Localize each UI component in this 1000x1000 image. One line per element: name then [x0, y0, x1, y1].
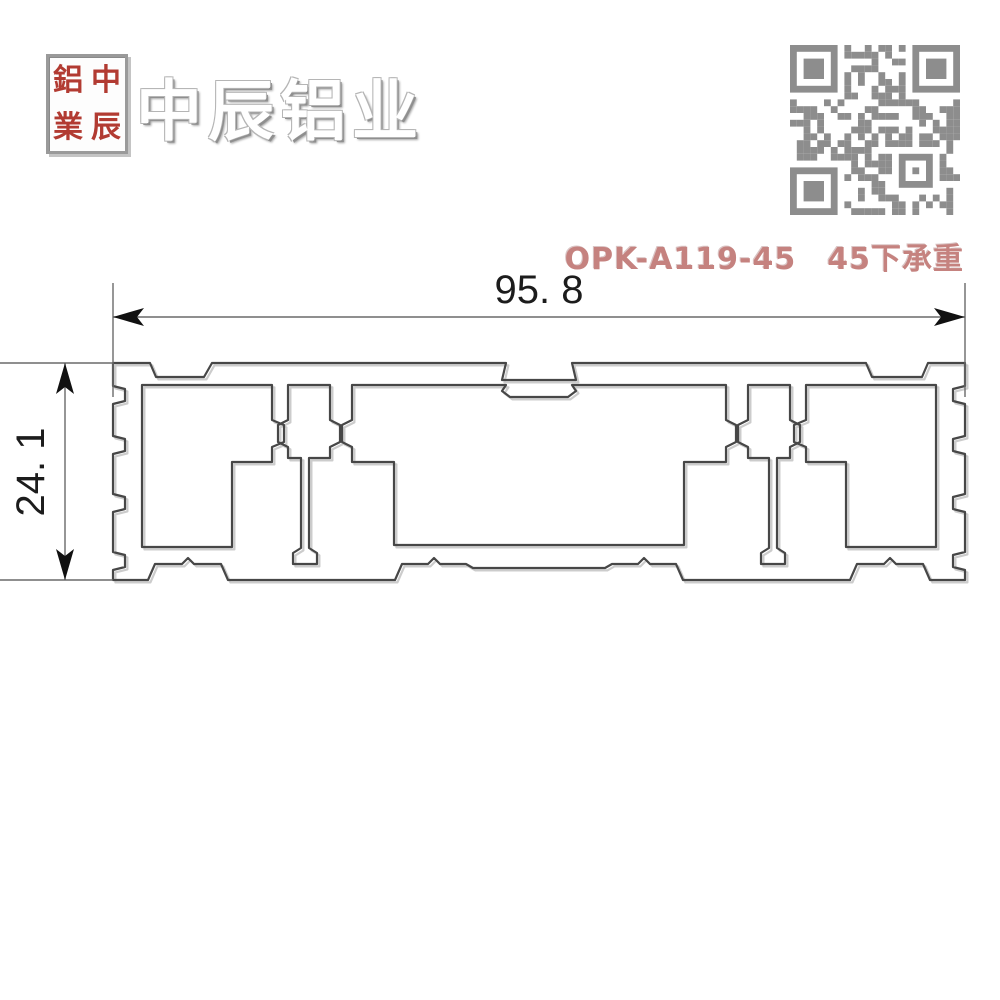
qr-code-pattern	[790, 45, 960, 215]
product-code: OPK-A119-45 45下承重	[564, 242, 964, 277]
seal-char: 中	[91, 63, 121, 97]
company-seal-logo: 鋁 中 業 辰	[46, 54, 128, 154]
width-dim-label: 95. 8	[495, 268, 584, 312]
seal-char: 鋁	[53, 63, 83, 97]
arrowhead-up	[56, 363, 74, 394]
seal-char: 業	[53, 110, 83, 144]
brand-name: 中辰铝业	[136, 73, 424, 150]
arrowhead-right	[934, 308, 965, 326]
height-dimension	[0, 362, 113, 581]
width-dimension	[112, 283, 966, 397]
qr-code	[790, 45, 960, 215]
arrowhead-down	[56, 549, 74, 580]
arrowhead-left	[113, 308, 144, 326]
seal-char: 辰	[91, 110, 121, 144]
height-dim-label: 24. 1	[9, 428, 53, 517]
